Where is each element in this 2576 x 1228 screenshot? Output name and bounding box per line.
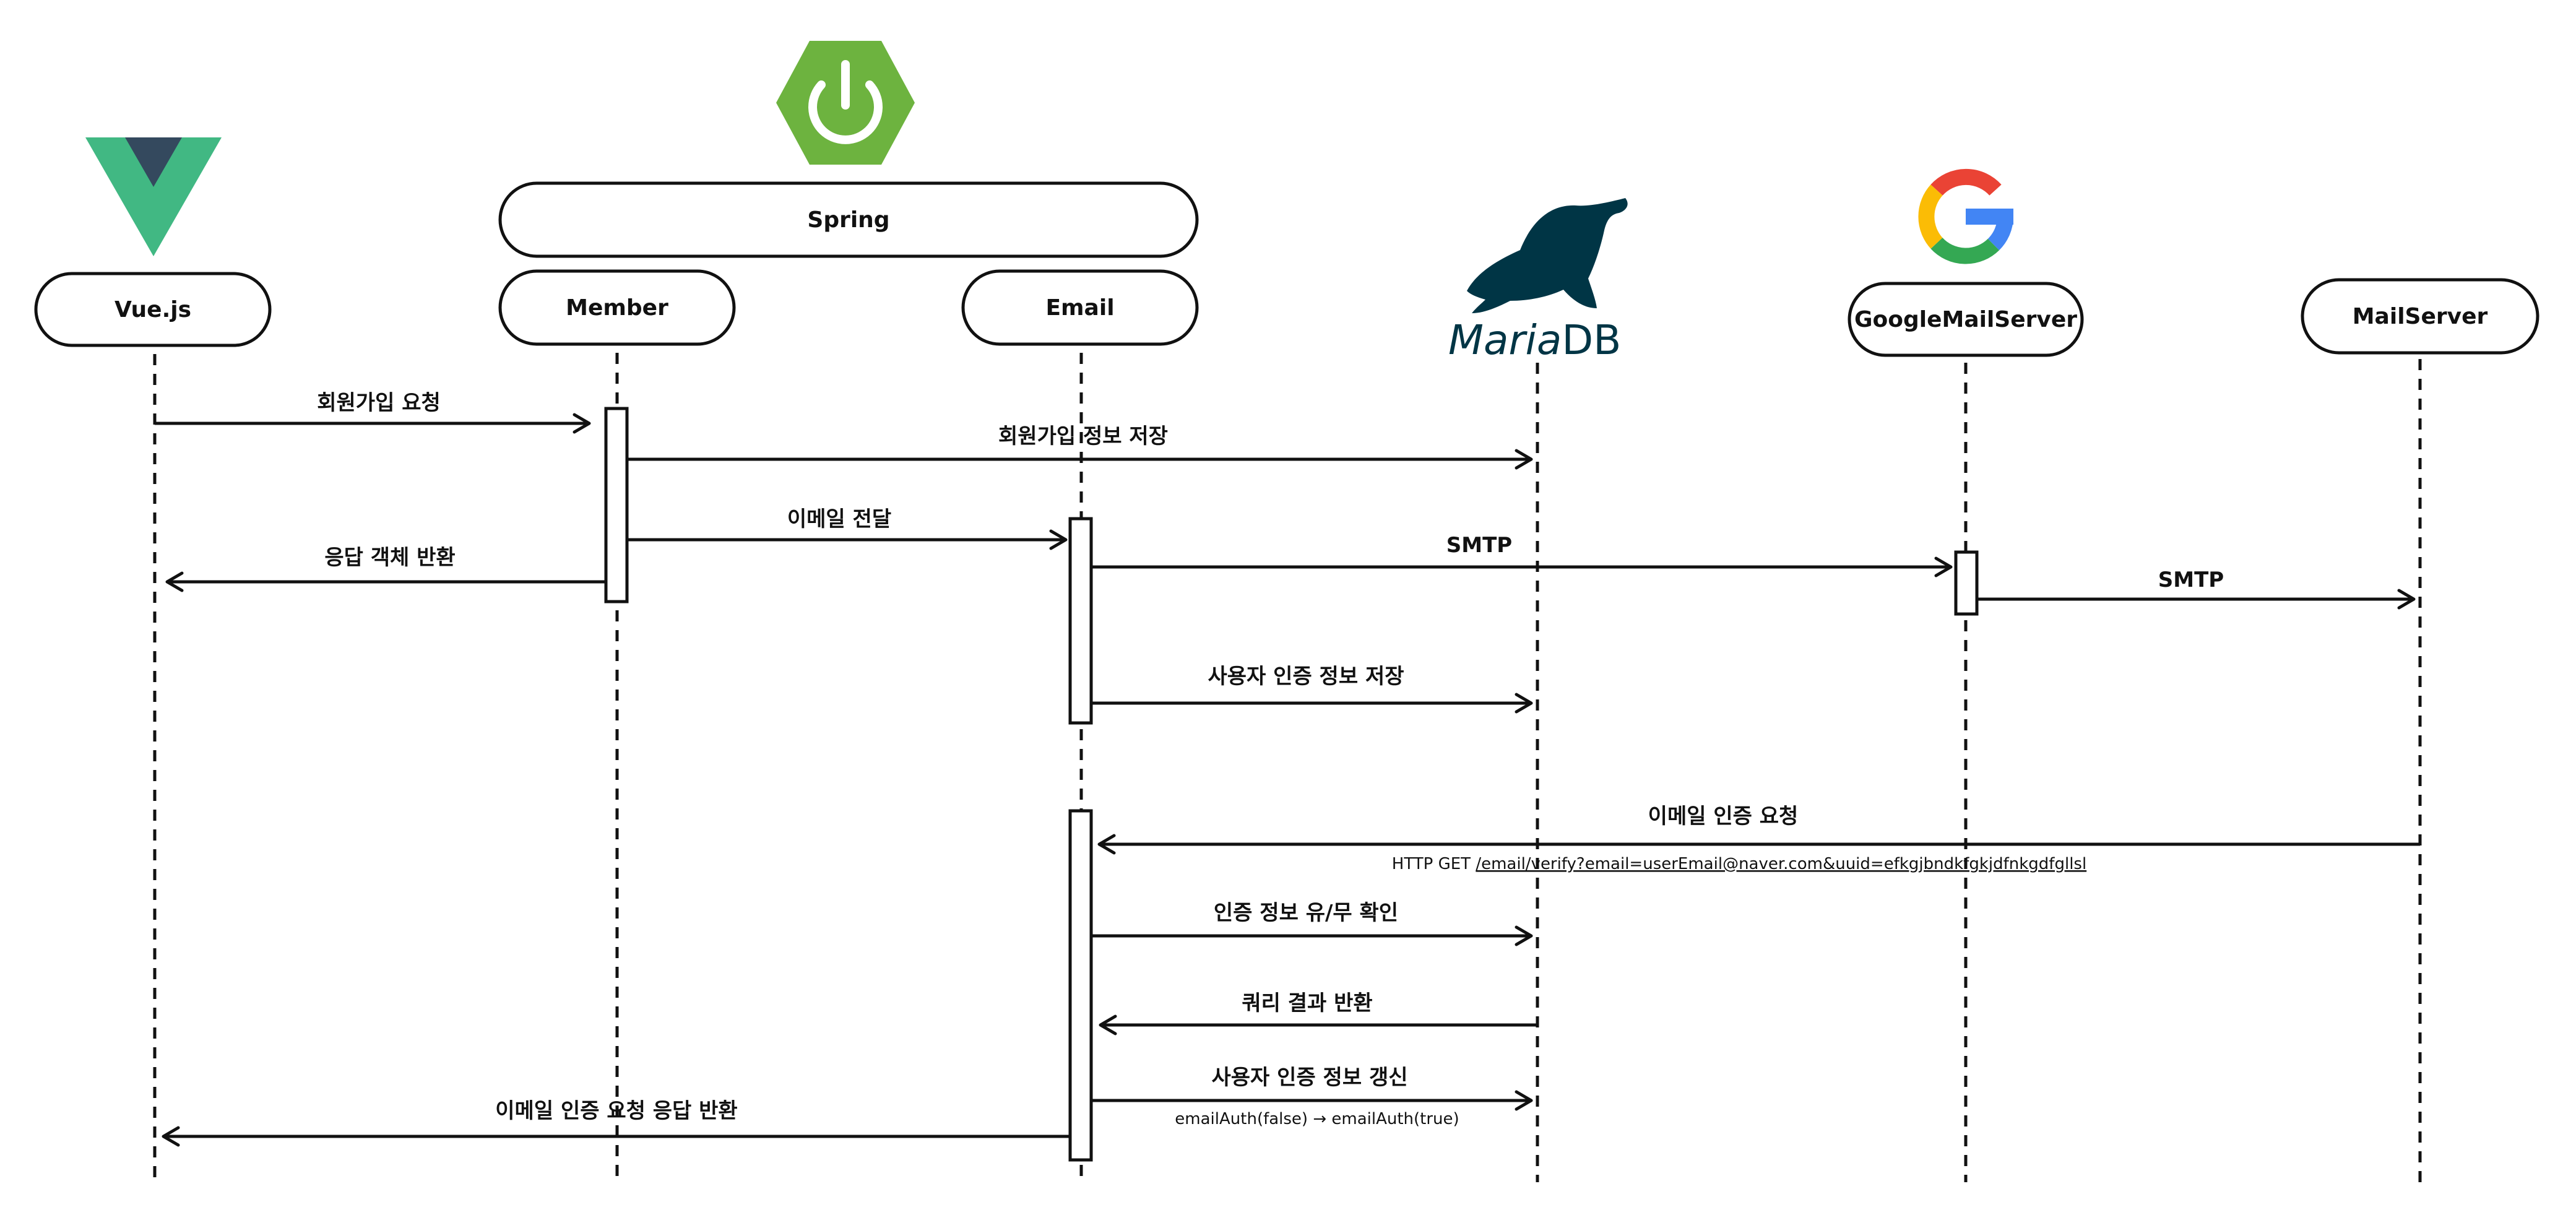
- http-get-note: HTTP GET /email/verify?email=userEmail@n…: [1392, 855, 2086, 873]
- message-return-verify-response: 이메일 인증 요청 응답 반환: [162, 1099, 1070, 1147]
- message-email-verify-request: 이메일 인증 요청 HTTP GET /email/verify?email=u…: [1097, 804, 2420, 873]
- participant-box-mailserver: [2301, 278, 2539, 355]
- message-label: 회원가입 정보 저장: [998, 424, 1168, 449]
- message-update-auth-info: 사용자 인증 정보 갱신 emailAuth(false) → emailAut…: [1091, 1065, 1533, 1128]
- message-return-query-result: 쿼리 결과 반환: [1099, 991, 1537, 1036]
- vue-logo-icon: [85, 137, 222, 256]
- spring-group-label: Spring: [807, 207, 889, 233]
- participant-label-mailserver: MailServer: [2353, 304, 2488, 329]
- message-signup-request: 회원가입 요청: [155, 391, 591, 434]
- participant-box-vue: [34, 272, 272, 347]
- participant-label-google: GoogleMailServer: [1854, 307, 2077, 332]
- verify-url-link[interactable]: /email/verify?email=userEmail@naver.com&…: [1476, 855, 2086, 873]
- message-label: 회원가입 요청: [317, 391, 441, 415]
- message-label: 응답 객체 반환: [324, 545, 455, 570]
- mariadb-logo-text-main: Maria: [1448, 316, 1562, 364]
- participant-box-email: [961, 269, 1199, 346]
- message-save-auth-info: 사용자 인증 정보 저장: [1091, 664, 1533, 714]
- message-note: emailAuth(false) → emailAuth(true): [1175, 1110, 1459, 1128]
- activation-email-2: [1068, 809, 1093, 1162]
- message-label: 사용자 인증 정보 저장: [1208, 664, 1404, 689]
- message-label: 이메일 인증 요청 응답 반환: [495, 1099, 737, 1123]
- message-label: 이메일 전달: [787, 507, 891, 532]
- spring-logo-icon: [776, 41, 915, 165]
- message-check-auth-info: 인증 정보 유/무 확인: [1091, 901, 1533, 946]
- message-label: SMTP: [2158, 568, 2224, 592]
- participant-label-member: Member: [566, 295, 668, 321]
- message-label: 사용자 인증 정보 갱신: [1211, 1065, 1407, 1090]
- participant-label-vue: Vue.js: [115, 297, 191, 322]
- activation-member: [604, 407, 629, 603]
- message-label: 쿼리 결과 반환: [1242, 991, 1372, 1016]
- message-save-signup-info: 회원가입 정보 저장: [627, 424, 1533, 470]
- activation-email-1: [1068, 517, 1093, 725]
- mariadb-logo-text-suffix: DB: [1562, 316, 1621, 364]
- mariadb-logo-text: MariaDB: [1448, 316, 1621, 364]
- google-logo-icon: [1918, 168, 2013, 264]
- message-smtp-to-google: SMTP: [1091, 533, 1953, 577]
- message-label: 인증 정보 유/무 확인: [1214, 901, 1398, 925]
- participant-box-google: [1848, 282, 2084, 357]
- participant-box-member: [498, 269, 736, 346]
- mariadb-logo-icon: [1467, 198, 1628, 313]
- message-forward-email: 이메일 전달: [627, 507, 1068, 550]
- message-label: SMTP: [1446, 533, 1512, 558]
- http-get-prefix: HTTP GET: [1392, 855, 1476, 873]
- activation-google: [1954, 550, 1979, 616]
- message-label: 이메일 인증 요청: [1648, 804, 1799, 829]
- participant-label-email: Email: [1045, 295, 1114, 321]
- message-smtp-to-mailserver: SMTP: [1977, 568, 2416, 610]
- spring-group-box: [498, 181, 1199, 258]
- message-return-response: 응답 객체 반환: [165, 545, 606, 592]
